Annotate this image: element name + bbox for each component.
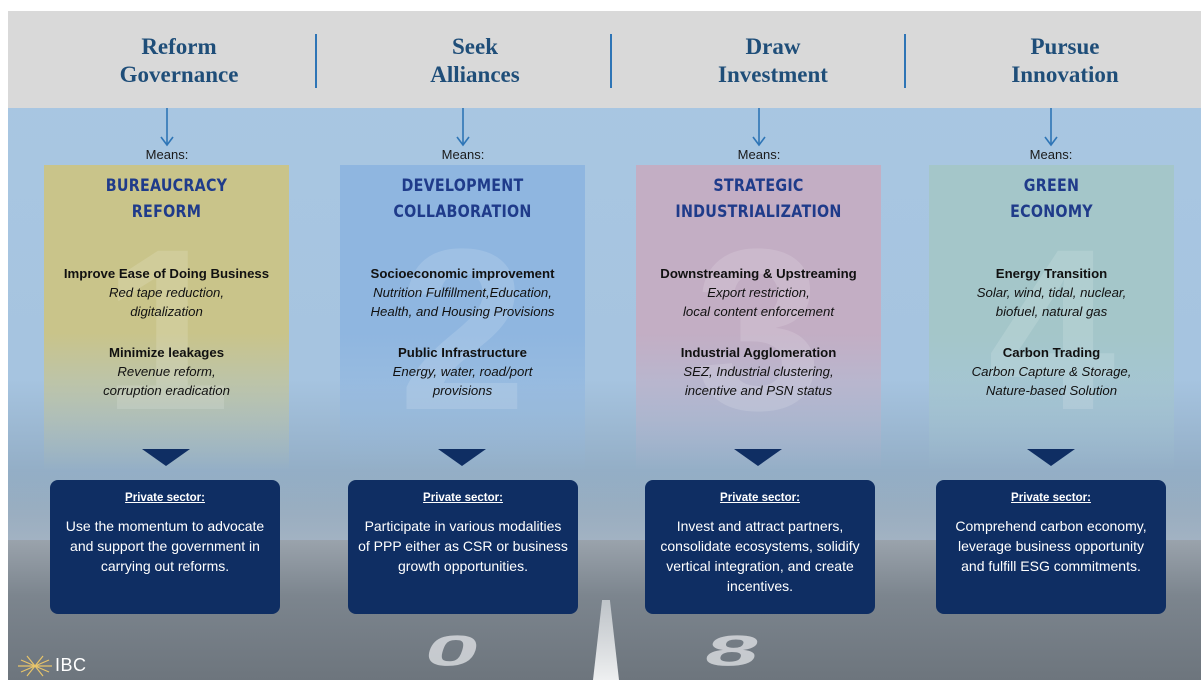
panel-item: Downstreaming & Upstreaming Export restr…: [660, 266, 857, 319]
panel-number: 4: [987, 201, 1116, 458]
private-sector-box-4: Private sector: Comprehend carbon econom…: [936, 480, 1166, 614]
panel-item: Improve Ease of Doing Business Red tape …: [63, 266, 270, 319]
chevron-down-icon: [734, 449, 782, 466]
private-sector-label: Private sector:: [423, 492, 503, 504]
header-band: [8, 11, 1201, 108]
arrow-down-icon: [752, 108, 766, 147]
private-sector-box-3: Private sector: Invest and attract partn…: [645, 480, 875, 614]
panel-item: Carbon Trading Carbon Capture & Storage,…: [971, 345, 1132, 398]
means-label-3: Means:: [737, 147, 781, 162]
chevron-down-icon: [142, 449, 190, 466]
panel-number: 2: [398, 201, 527, 458]
means-label-2: Means:: [441, 147, 485, 162]
private-sector-text: Use the momentum to advocate and support…: [65, 518, 265, 574]
chevron-down-icon: [438, 449, 486, 466]
means-label-4: Means:: [1029, 147, 1073, 162]
divider-3: [904, 34, 906, 88]
private-sector-text: Comprehend carbon economy, leverage busi…: [955, 518, 1147, 574]
private-sector-box-2: Private sector: Participate in various m…: [348, 480, 578, 614]
private-sector-label: Private sector:: [720, 492, 800, 504]
panel-item: Industrial Agglomeration SEZ, Industrial…: [680, 345, 837, 398]
logo-text: IBC: [55, 655, 87, 675]
chevron-down-icon: [1027, 449, 1075, 466]
panel-item: Minimize leakages Revenue reform, corrup…: [103, 345, 230, 398]
ibc-logo: IBC: [18, 654, 138, 678]
arrow-down-icon: [1044, 108, 1058, 147]
means-label-1: Means:: [145, 147, 189, 162]
private-sector-label: Private sector:: [1011, 492, 1091, 504]
arrow-down-icon: [456, 108, 470, 147]
panel-number: 3: [694, 201, 823, 458]
divider-1: [315, 34, 317, 88]
sunburst-icon: [18, 655, 52, 677]
private-sector-text: Participate in various modalities of PPP…: [358, 518, 568, 574]
divider-2: [610, 34, 612, 88]
panel-number: 1: [102, 201, 231, 458]
private-sector-label: Private sector:: [125, 492, 205, 504]
arrow-down-icon: [160, 108, 174, 147]
panel-item: Public Infrastructure Energy, water, roa…: [392, 345, 533, 398]
panel-item: Socioeconomic improvement Nutrition Fulf…: [370, 266, 555, 319]
private-sector-box-1: Private sector: Use the momentum to advo…: [50, 480, 280, 614]
private-sector-text: Invest and attract partners, consolidate…: [660, 518, 860, 594]
panel-item: Energy Transition Solar, wind, tidal, nu…: [976, 266, 1127, 319]
